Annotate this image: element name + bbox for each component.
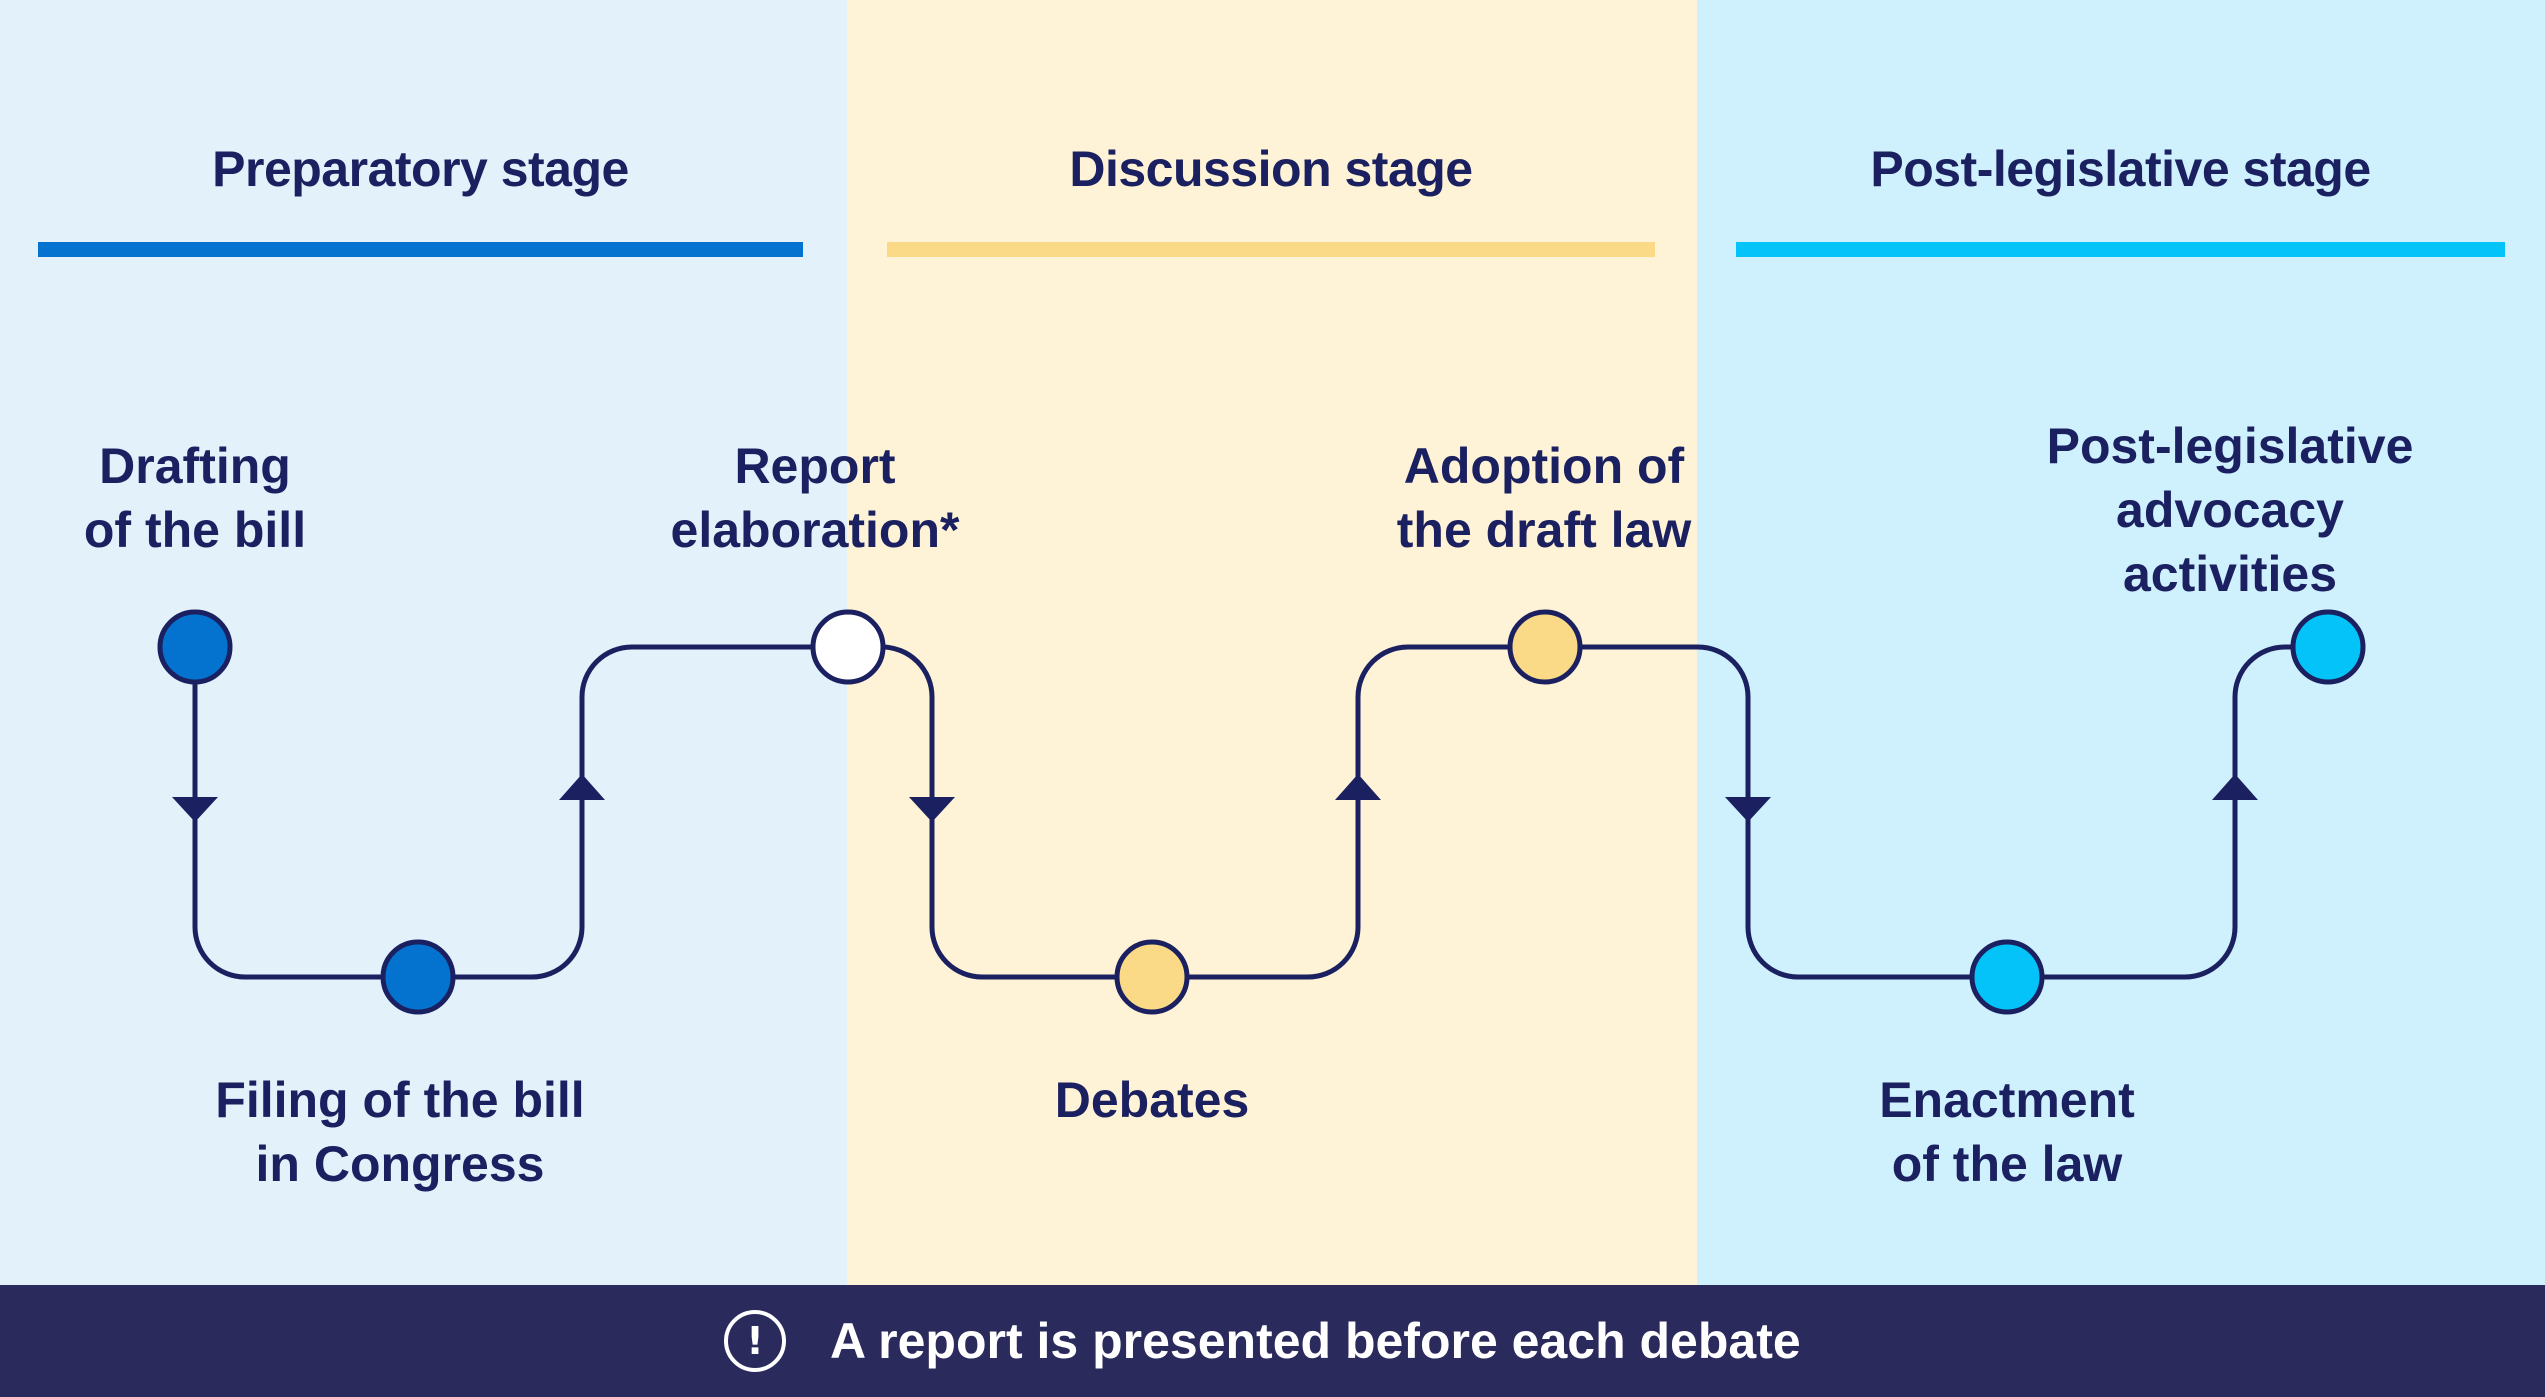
step-label-adoption: Adoption of the draft law (1396, 438, 1692, 558)
step-node-drafting (157, 609, 233, 685)
arrow-up-icon (2212, 774, 2258, 800)
footer-note-text: A report is presented before each debate (830, 1313, 1801, 1369)
step-label-report-elaboration: Report elaboration* (670, 438, 960, 558)
step-node-post-legislative-advocacy (2290, 609, 2366, 685)
step-label-enactment: Enactment of the law (1879, 1072, 2135, 1192)
arrow-down-icon (1725, 797, 1771, 822)
exclamation-circle-icon: ! (724, 1310, 786, 1372)
arrow-down-icon (172, 797, 218, 822)
step-label-filing: Filing of the bill in Congress (215, 1072, 585, 1192)
arrow-down-icon (909, 797, 955, 822)
step-node-filing (380, 939, 456, 1015)
arrow-up-icon (559, 774, 605, 800)
arrow-up-icon (1335, 774, 1381, 800)
step-node-enactment (1969, 939, 2045, 1015)
footer-note-bar (0, 1285, 2545, 1397)
step-label-drafting: Drafting of the bill (83, 438, 307, 558)
step-label-debates: Debates (1054, 1072, 1250, 1128)
post-legislative-stage-title: Post-legislative stage (1870, 141, 2371, 197)
step-node-report-elaboration (810, 609, 886, 685)
discussion-stage-bar (887, 242, 1655, 257)
preparatory-stage-bar (38, 242, 803, 257)
post-legislative-stage-panel (1697, 0, 2545, 1285)
post-legislative-stage-bar (1736, 242, 2505, 257)
step-label-post-legislative-advocacy: Post-legislative advocacy activities (2046, 418, 2414, 602)
step-node-debates (1114, 939, 1190, 1015)
step-node-adoption (1507, 609, 1583, 685)
preparatory-stage-panel (0, 0, 847, 1285)
discussion-stage-title: Discussion stage (1069, 141, 1473, 197)
preparatory-stage-title: Preparatory stage (212, 141, 629, 197)
